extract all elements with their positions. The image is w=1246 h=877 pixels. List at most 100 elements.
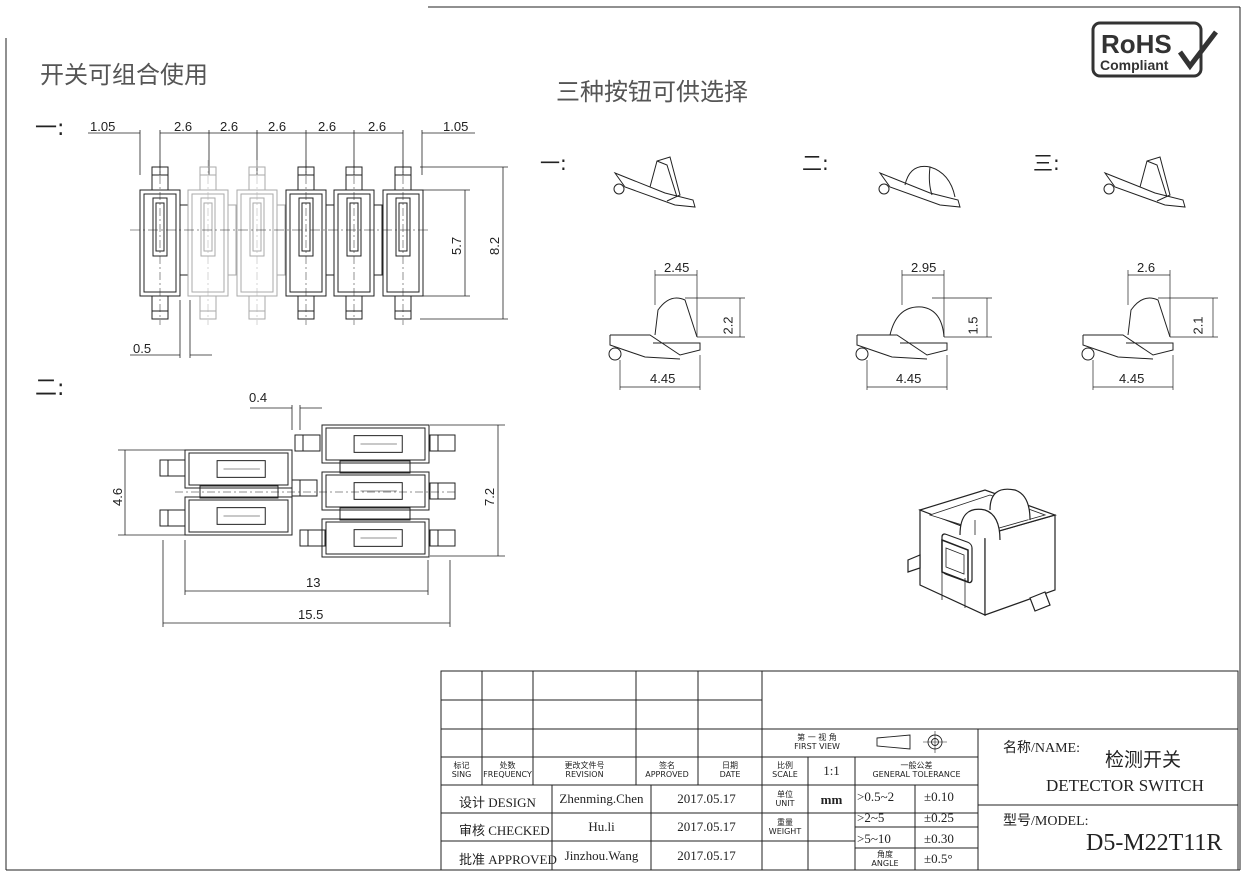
weight-label-cn: 重量 [777,818,793,827]
rohs-sub-text: Compliant [1100,57,1169,73]
layout2-switch [321,518,430,558]
signoff-approved-name: Jinzhou.Wang [564,848,639,863]
layout2-pin [159,459,186,477]
layout2-pin [429,434,456,452]
tolerance-header-cn: 一般公差 [900,761,933,770]
tol-value-2: ±0.25 [924,810,954,825]
first-view: 第 一 视 角 FIRST VIEW [762,733,872,751]
rev-header-approved: 签名 APPROVED [636,761,698,779]
layout2-top-view [118,405,505,627]
signoff-approved-date: 2017.05.17 [677,848,736,863]
dim-l2-gap: 0.4 [249,390,267,405]
button3-label: 三: [1033,151,1060,175]
tolerance-header: 一般公差 GENERAL TOLERANCE [855,761,978,779]
scale-label-cn: 比例 [777,761,793,770]
unit-label-cn: 单位 [777,790,793,799]
name-cn: 检测开关 [1105,749,1182,771]
switch-3d-view [907,488,1057,616]
rev-header-date: 日期 DATE [698,761,762,779]
tolerance-header-en: GENERAL TOLERANCE [872,770,961,779]
layout1-switch [333,160,383,325]
model-value: D5-M22T11R [1086,830,1223,856]
signoff-checked-name: Hu.li [588,819,615,834]
layout2-pin [429,529,456,547]
unit-label: 单位 UNIT [762,790,808,808]
button2-base-width: 4.45 [896,371,922,386]
button1-top-width: 2.45 [664,260,690,275]
rev-header-date-en: DATE [719,770,741,779]
weight-label-en: WEIGHT [768,827,802,836]
title-block [440,670,1239,871]
name-en: DETECTOR SWITCH [1046,776,1204,795]
buttons-title: 三种按钮可供选择 [556,78,748,106]
first-view-cn: 第 一 视 角 [797,733,837,742]
angle-label-en: ANGLE [871,859,899,868]
signoff-checked-role: 审核 CHECKED [459,823,550,838]
signoff-design-date: 2017.05.17 [677,791,736,806]
layout2-switch [321,471,430,511]
layout1-label: 一: [35,116,65,141]
dim-l1-5: 2.6 [318,119,336,134]
button1-height: 2.2 [720,316,736,335]
button-option-3 [1081,156,1218,390]
layout2-pin [294,434,321,452]
scale-label-en: SCALE [772,770,798,779]
angle-label-cn: 角度 [877,850,893,859]
dim-l1-7: 1.05 [443,119,468,134]
layout2-pin [429,482,456,500]
combine-title: 开关可组合使用 [40,61,208,89]
button2-height: 1.5 [965,316,981,335]
signoff-approved-role: 批准 APPROVED [459,852,557,867]
dim-l2-height-right: 7.2 [482,488,497,506]
button1-label: 一: [540,151,567,175]
first-view-en: FIRST VIEW [794,742,840,751]
check-icon [1177,30,1218,71]
tol-range-3: >5~10 [857,831,891,846]
angle-label: 角度 ANGLE [855,850,915,868]
button-options [608,156,1218,390]
rev-header-approved-cn: 签名 [659,761,675,770]
dim-l1-pin: 0.5 [133,341,151,356]
rev-header-revision-en: REVISION [565,770,604,779]
signoff-design-role: 设计 DESIGN [459,795,536,810]
rev-header-approved-en: APPROVED [645,770,689,779]
scale-label: 比例 SCALE [762,761,808,779]
dim-l1-1: 1.05 [90,119,115,134]
button-dimension-lines [866,270,992,390]
rev-header-frequency-en: FREQUENCY [483,770,532,779]
layout2-switch [321,424,430,464]
layout2-switch [184,449,293,489]
button-option-1 [608,156,745,390]
unit-label-en: UNIT [775,799,795,808]
dim-l1-3: 2.6 [220,119,238,134]
signoff-design-name: Zhenming.Chen [559,791,644,806]
dim-l1-2: 2.6 [174,119,192,134]
rohs-main-text: RoHS [1101,29,1172,59]
signoff-checked-date: 2017.05.17 [677,819,736,834]
rev-header-sing-cn: 标记 [453,761,470,770]
rev-header-frequency: 处数 FREQUENCY [482,761,533,779]
button3-top-width: 2.6 [1137,260,1156,275]
button-option-2 [855,165,992,390]
weight-label: 重量 WEIGHT [762,818,808,836]
dim-l2-width-outer: 15.5 [298,607,323,622]
dim-l1-height-outer: 8.2 [487,237,502,255]
layout2-pin [291,479,318,497]
unit-value: mm [820,792,843,807]
layout1-top-view [88,130,508,358]
layout1-switch [187,160,237,325]
dim-l1-height-inner: 5.7 [449,237,464,255]
layout1-switch [285,160,335,325]
dim-l2-width-inner: 13 [306,575,320,590]
button3-height: 2.1 [1190,316,1206,335]
button-dimension-lines [1092,270,1218,390]
layout2-pin [159,509,186,527]
button3-base-width: 4.45 [1119,371,1145,386]
rev-header-date-cn: 日期 [722,761,738,770]
tol-value-3: ±0.30 [924,831,954,846]
dim-l2-height-left: 4.6 [110,488,125,506]
rev-header-revision: 更改文件号 REVISION [533,761,636,779]
tol-range-1: >0.5~2 [857,789,895,804]
dim-l1-4: 2.6 [268,119,286,134]
